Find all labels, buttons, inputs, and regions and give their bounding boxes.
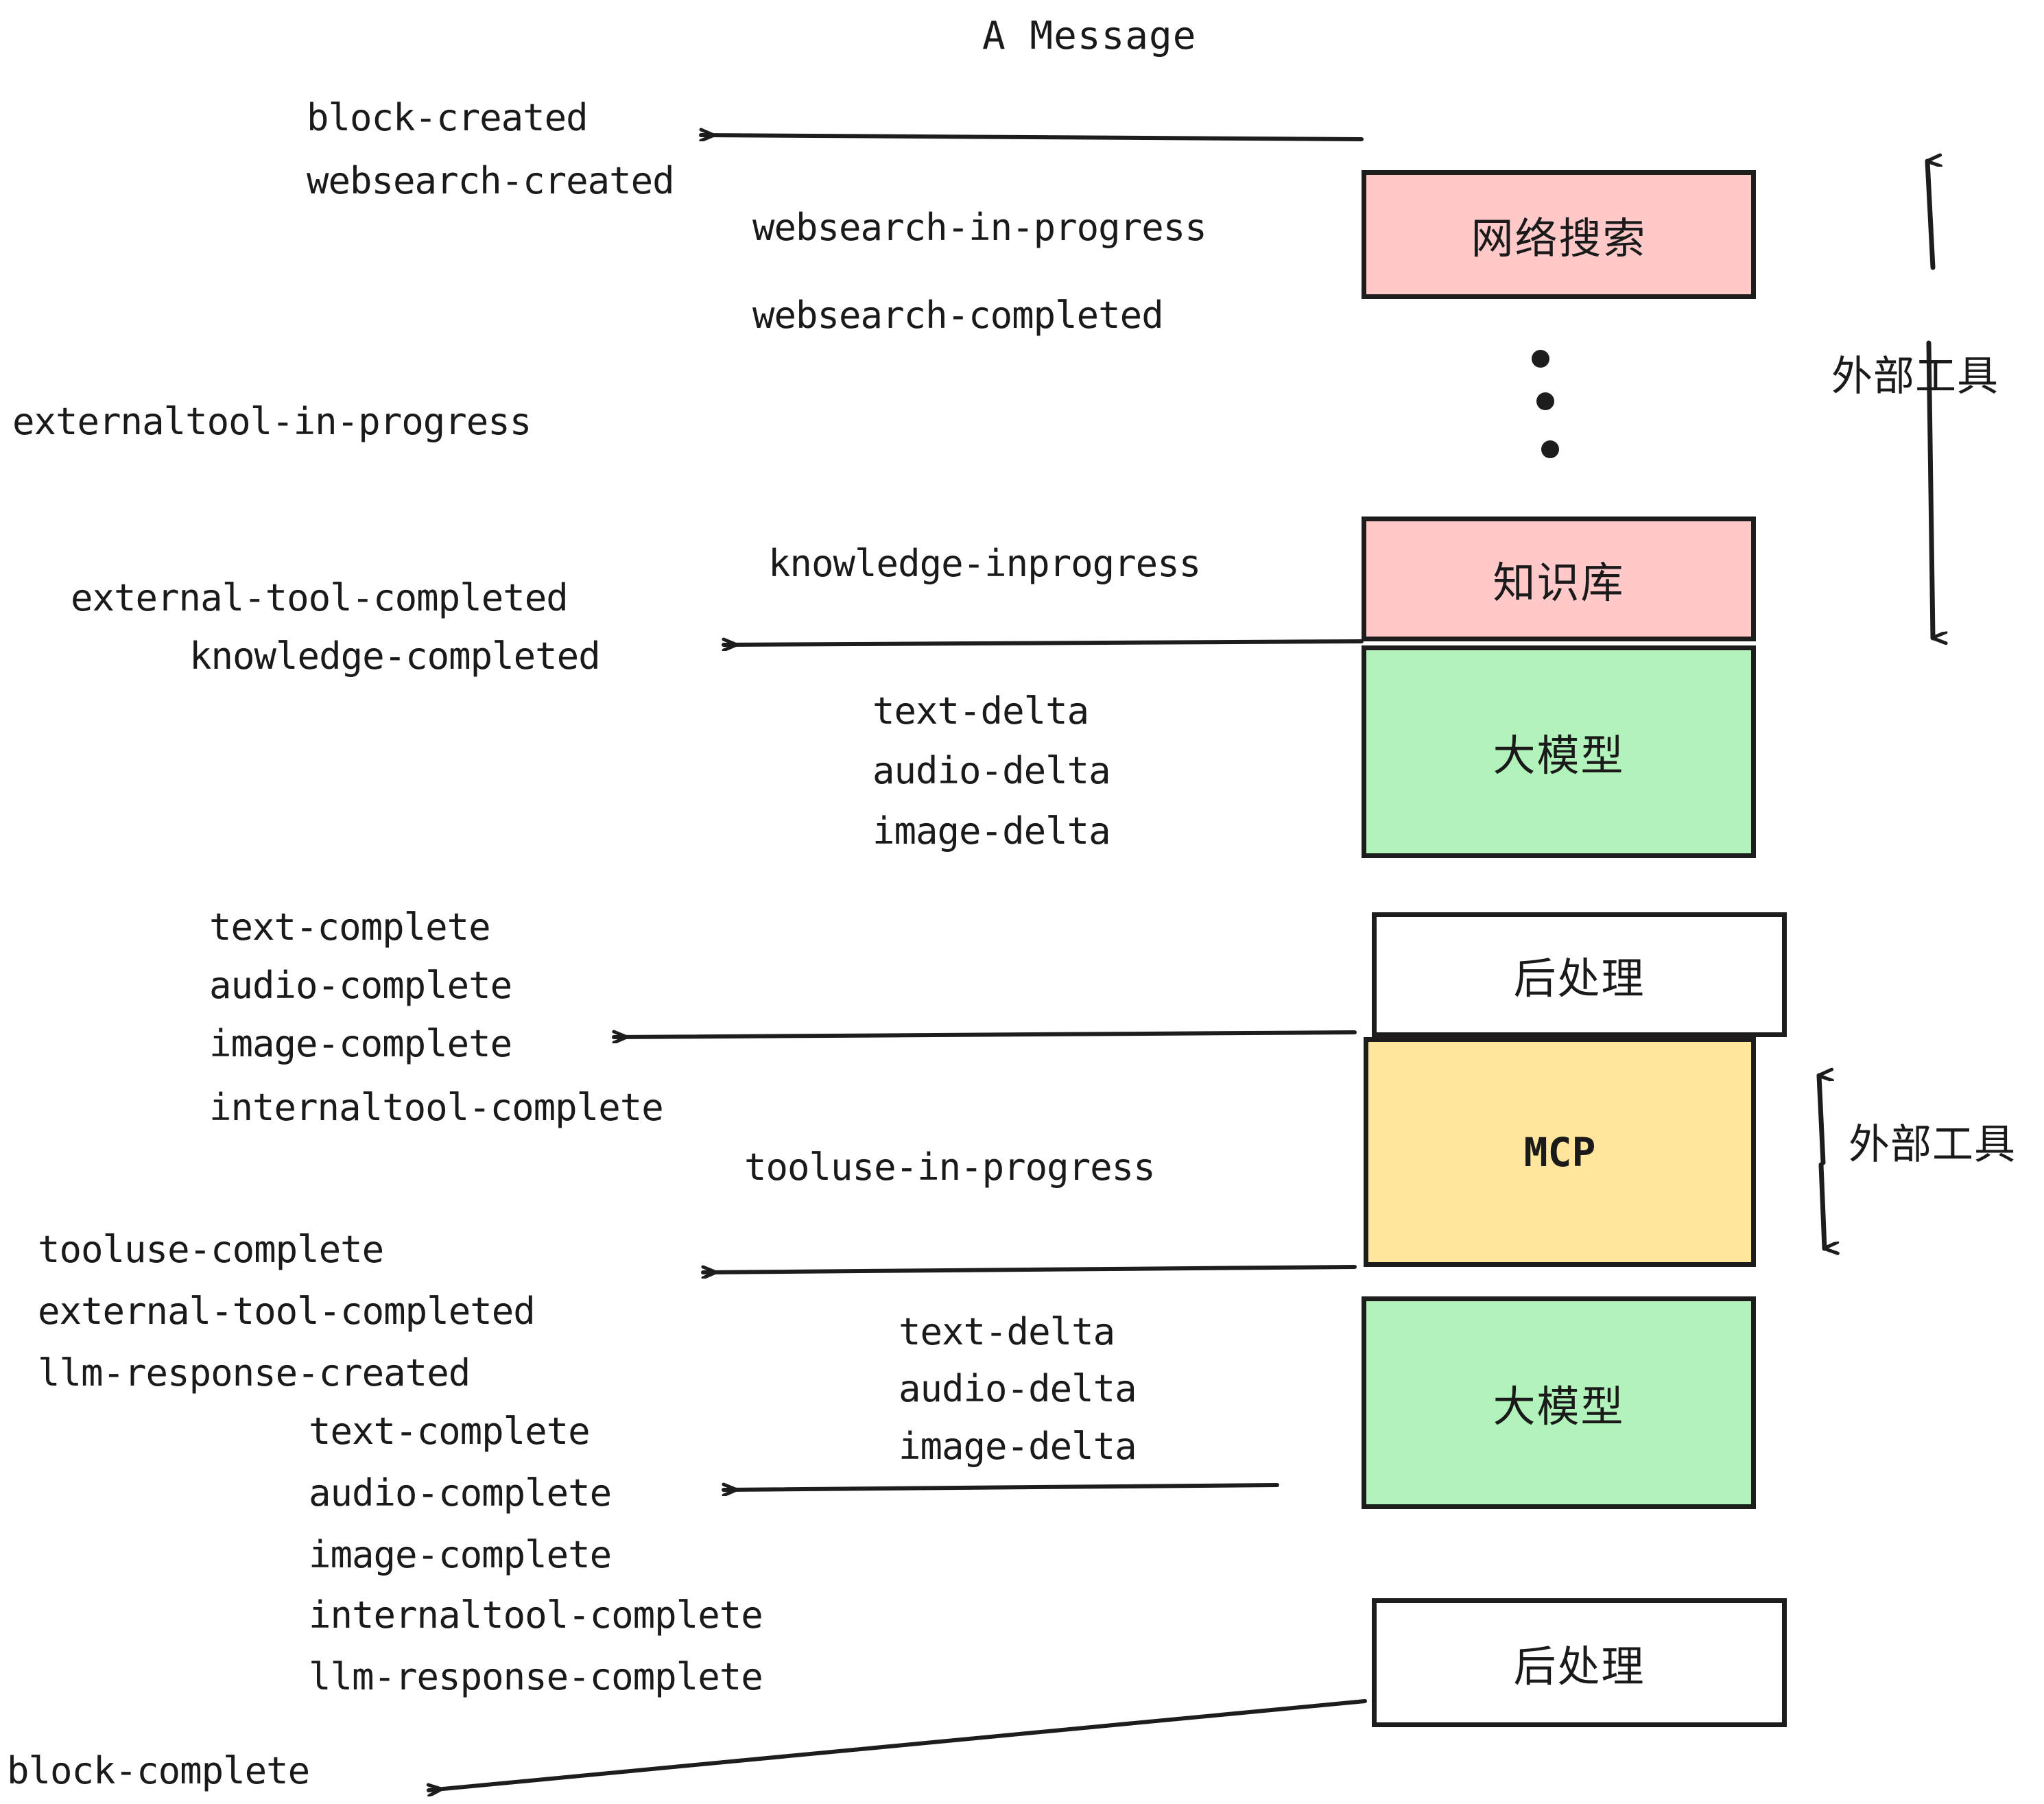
- event-image-delta-2: image-delta: [899, 1425, 1137, 1468]
- arrow-postprocess-to-blockcomplete: [429, 1699, 1367, 1790]
- label-external-tool-bottom: 外部工具: [1849, 1121, 2016, 1169]
- event-image-complete-1: image-complete: [209, 1022, 512, 1065]
- event-external-tool-completed-2: external-tool-completed: [38, 1290, 536, 1333]
- event-internaltool-complete-1: internaltool-complete: [209, 1086, 664, 1129]
- label-external-tool-top: 外部工具: [1831, 353, 1999, 401]
- node-postprocess-bottom[interactable]: 后处理: [1372, 1598, 1787, 1727]
- arrow-mcp-to-tooluse-complete: [701, 1265, 1357, 1272]
- event-knowledge-inprogress: knowledge-inprogress: [768, 542, 1201, 585]
- arrow-websearch-to-blockcreated: [699, 135, 1364, 139]
- ellipsis-dot-1: [1532, 350, 1549, 368]
- diagram-title: A Message: [982, 14, 1197, 58]
- ellipsis-dot-3: [1541, 440, 1559, 458]
- event-audio-delta-1: audio-delta: [872, 749, 1111, 792]
- event-externaltool-in-progress: externaltool-in-progress: [12, 400, 532, 443]
- event-text-complete-2: text-complete: [309, 1410, 591, 1453]
- arrow-llm-to-audiocomplete: [722, 1485, 1279, 1490]
- node-llm-bottom[interactable]: 大模型: [1362, 1296, 1756, 1509]
- event-audio-complete-1: audio-complete: [209, 964, 512, 1007]
- event-external-tool-completed-1: external-tool-completed: [71, 576, 569, 619]
- event-block-created: block-created: [307, 96, 589, 139]
- event-image-complete-2: image-complete: [309, 1533, 612, 1576]
- event-tooluse-in-progress: tooluse-in-progress: [744, 1146, 1156, 1189]
- event-internaltool-complete-2: internaltool-complete: [309, 1593, 763, 1637]
- event-llm-response-created: llm-response-created: [38, 1351, 471, 1394]
- event-websearch-in-progress: websearch-in-progress: [752, 206, 1207, 249]
- event-websearch-created: websearch-created: [307, 159, 675, 202]
- node-llm-top[interactable]: 大模型: [1362, 645, 1756, 858]
- event-tooluse-complete: tooluse-complete: [38, 1228, 384, 1271]
- event-image-delta-1: image-delta: [872, 809, 1111, 853]
- node-websearch[interactable]: 网络搜索: [1362, 170, 1756, 299]
- arrow-postprocess-to-imagecomplete: [612, 1032, 1357, 1037]
- event-audio-delta-2: audio-delta: [899, 1367, 1137, 1410]
- event-audio-complete-2: audio-complete: [309, 1471, 612, 1515]
- event-knowledge-completed: knowledge-completed: [189, 634, 601, 678]
- external-tool-range-arrow-bottom: [1816, 1076, 1825, 1248]
- event-text-delta-1: text-delta: [872, 689, 1089, 733]
- node-knowledge[interactable]: 知识库: [1362, 517, 1756, 641]
- event-websearch-completed: websearch-completed: [752, 294, 1164, 337]
- external-tool-range-arrow-top: [1925, 161, 1933, 638]
- event-llm-response-complete: llm-response-complete: [309, 1655, 763, 1698]
- event-block-complete: block-complete: [7, 1749, 310, 1792]
- ellipsis-dot-2: [1536, 392, 1554, 410]
- node-mcp[interactable]: MCP: [1364, 1037, 1756, 1267]
- arrow-knowledge-to-completed: [722, 641, 1364, 645]
- node-postprocess-top[interactable]: 后处理: [1372, 912, 1787, 1037]
- event-text-delta-2: text-delta: [899, 1310, 1115, 1353]
- event-text-complete-1: text-complete: [209, 905, 491, 949]
